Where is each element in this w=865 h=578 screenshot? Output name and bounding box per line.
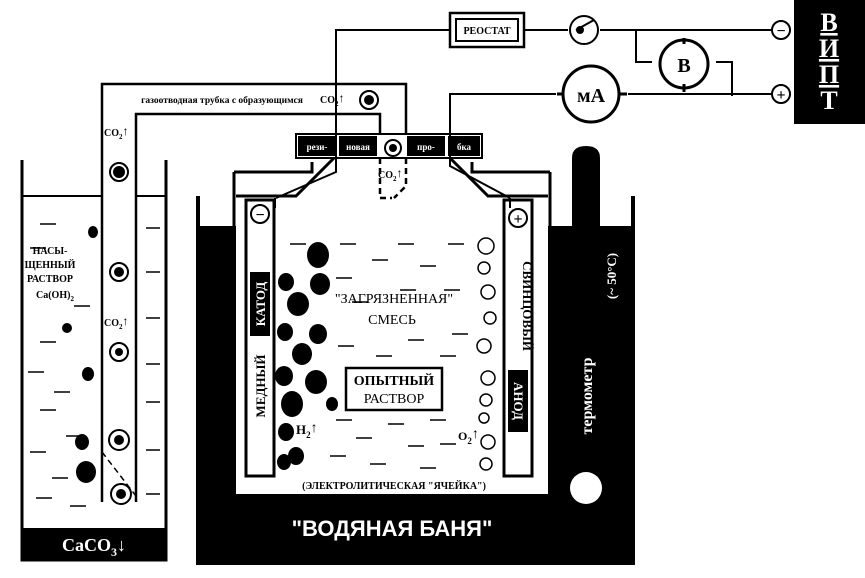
rheostat	[448, 11, 526, 49]
co2-bubbles-tube	[108, 90, 402, 505]
hydrogen-label: H2↑	[296, 421, 318, 440]
dirt-particles	[275, 242, 338, 470]
limewater-vessel	[20, 160, 168, 562]
electrolytic-cell	[232, 154, 552, 498]
caco3-label: CaCO3↓	[62, 535, 126, 559]
svg-text:CaCO3↓: CaCO3↓	[62, 535, 126, 559]
voltmeter	[658, 38, 710, 92]
co2-label-tube-left-2: CO2↑	[104, 314, 129, 331]
cathode-word: КАТОД	[253, 282, 268, 327]
anode-material: СВИНЦОВЫЙ	[520, 261, 535, 351]
gas-outlet-tube	[100, 82, 408, 502]
power-source-letter-3: П	[819, 60, 839, 89]
stopper-label-3: про-	[417, 142, 435, 152]
anode	[502, 198, 534, 478]
svg-text:O2↑: O2↑	[458, 427, 479, 446]
svg-text:CO2↑: CO2↑	[320, 91, 345, 108]
anode-sign: +	[513, 211, 522, 228]
solution-dashes	[290, 243, 468, 469]
limewater-dashes	[28, 223, 160, 507]
cell-caption: (ЭЛЕКТРОЛИТИЧЕСКАЯ "ЯЧЕЙКА")	[302, 480, 486, 492]
circuit-wires	[274, 29, 790, 208]
dirty-mixture-label-2: СМЕСЬ	[368, 313, 416, 328]
terminals	[771, 20, 791, 104]
switch-key	[569, 15, 599, 45]
water-bath-label: "ВОДЯНАЯ БАНЯ"	[292, 516, 493, 541]
precipitate-particles	[62, 226, 98, 483]
stopper-label-2: новая	[346, 142, 370, 152]
rheostat-label: РЕОСТАТ	[463, 26, 510, 37]
svg-text:H2↑: H2↑	[296, 421, 318, 440]
stopper-label-1: рези-	[307, 142, 328, 152]
test-solution-label-1: ОПЫТНЫЙ	[354, 372, 435, 389]
test-solution-box	[344, 366, 444, 412]
oxygen-bubbles	[476, 237, 497, 471]
stopper-label-4: бка	[457, 142, 472, 152]
co2-label-tube-top: CO2↑	[320, 91, 345, 108]
saturated-solution-label-2: ЩЕННЫЙ	[25, 259, 76, 271]
svg-text:CO2↑: CO2↑	[104, 314, 129, 331]
milliammeter-label: мА	[577, 85, 606, 107]
cathode	[244, 198, 276, 478]
thermometer-temperature: (~ 50°C)	[604, 253, 619, 299]
saturated-solution-label-1: НАСЫ-	[33, 246, 68, 257]
gas-tube-caption: газоотводная трубка с образующимся	[141, 95, 303, 106]
thermometer	[564, 146, 608, 510]
milliammeter	[557, 64, 627, 124]
oxygen-label: O2↑	[458, 427, 479, 446]
anode-word: АНОД	[511, 382, 526, 420]
cathode-sign: −	[255, 207, 264, 224]
terminal-minus: −	[776, 23, 785, 40]
co2-label-tube-left-1: CO2↑	[104, 124, 129, 141]
co2-label-stopper: CO2↑	[378, 166, 403, 183]
svg-text:CO2↑: CO2↑	[378, 166, 403, 183]
cathode-material: МЕДНЫЙ	[253, 355, 268, 418]
thermometer-label: термометр	[579, 357, 596, 434]
terminal-plus: +	[776, 87, 785, 104]
saturated-solution-label-3: РАСТВОР	[27, 274, 73, 285]
svg-text:CO2↑: CO2↑	[104, 124, 129, 141]
power-source-letter-2: И	[819, 34, 839, 63]
dc-power-source	[794, 0, 865, 124]
voltmeter-label: В	[677, 55, 690, 77]
power-source-letter-4: Т	[820, 86, 837, 115]
dirty-mixture-label-1: "ЗАГРЯЗНЕННАЯ"	[335, 292, 453, 307]
svg-text:Ca(OH)2: Ca(OH)2	[36, 290, 74, 303]
test-solution-label-2: РАСТВОР	[364, 392, 425, 407]
power-source-letter-1: В	[820, 8, 837, 37]
caoh2-label: Ca(OH)2	[36, 290, 74, 303]
